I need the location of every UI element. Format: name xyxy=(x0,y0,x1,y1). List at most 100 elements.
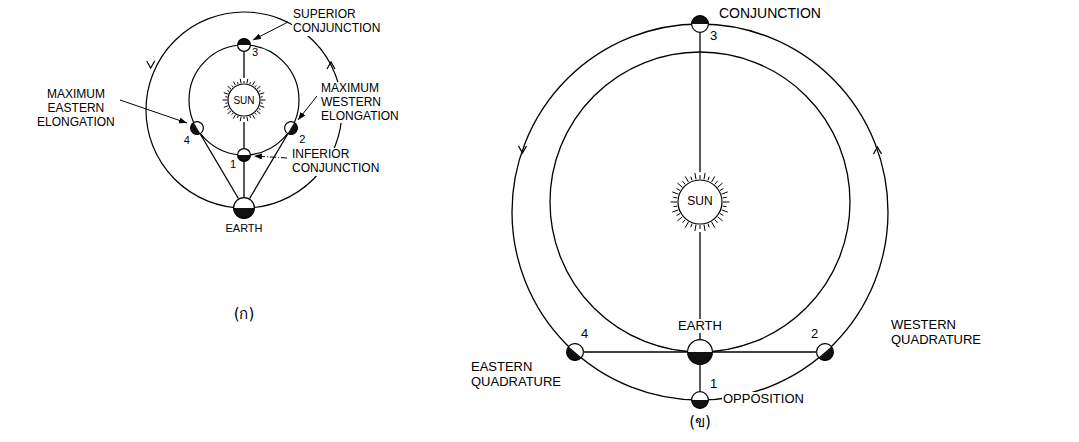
position-label: WESTERN QUADRATURE xyxy=(890,318,982,348)
planet-marker: 4 xyxy=(189,120,205,136)
inner-planet-orbit xyxy=(189,45,299,155)
sun-ray xyxy=(224,106,228,108)
sight-line xyxy=(699,33,700,172)
sun-ray xyxy=(261,96,263,97)
sun-disc xyxy=(678,180,722,224)
planet-marker: 1 xyxy=(690,390,710,410)
body-outline xyxy=(692,392,709,409)
sun-ray xyxy=(257,86,260,89)
sun-ray xyxy=(695,173,696,179)
body-outline xyxy=(188,119,206,137)
sun-ray xyxy=(708,177,709,181)
body-outline xyxy=(283,119,301,137)
lit-half xyxy=(188,119,206,137)
position-label: OPPOSITION xyxy=(722,392,805,407)
phase-shading xyxy=(563,340,587,364)
sun-disc xyxy=(228,84,260,116)
sun-ray xyxy=(673,205,677,207)
sight-line xyxy=(243,52,244,78)
direction-chevron xyxy=(147,61,155,68)
node-outline xyxy=(815,342,835,362)
sun-ray xyxy=(244,117,245,119)
body-outline xyxy=(238,39,251,52)
sun-ray xyxy=(228,86,231,89)
sun-ray xyxy=(246,79,248,83)
planet-marker: 2 xyxy=(815,342,835,362)
sun-ray xyxy=(704,225,705,231)
sun-ray xyxy=(249,116,251,118)
sun-ray xyxy=(700,175,701,179)
sun-ray xyxy=(259,91,261,92)
earth-marker: EARTH xyxy=(686,338,714,366)
direction-chevron xyxy=(327,62,335,69)
sun-ray xyxy=(240,117,242,121)
sun-ray xyxy=(704,173,705,179)
sun-symbol: SUN xyxy=(669,171,731,233)
sun-ray xyxy=(253,81,255,85)
sun-ray xyxy=(683,220,686,223)
sun-ray xyxy=(677,183,682,187)
position-number: 4 xyxy=(184,134,190,146)
position-number: 1 xyxy=(230,158,236,170)
sun-ray xyxy=(723,202,730,203)
phase-shading xyxy=(692,392,709,409)
sun-ray xyxy=(232,113,233,115)
position-number: 3 xyxy=(710,29,717,43)
node-outline xyxy=(236,37,252,53)
dark-half xyxy=(692,400,709,408)
dark-half xyxy=(234,208,255,218)
sun-ray xyxy=(253,115,255,119)
sun-ray xyxy=(237,116,239,118)
sun-ray xyxy=(228,91,230,92)
sight-line xyxy=(713,351,816,352)
sun-ray xyxy=(228,111,231,114)
node-outline xyxy=(690,14,710,34)
sun-ray xyxy=(718,183,723,187)
node-outline xyxy=(565,342,585,362)
sun-ray xyxy=(255,113,256,115)
sun-ray xyxy=(232,85,233,87)
outer-planet-orbit xyxy=(512,24,888,400)
sun-ray xyxy=(720,214,723,216)
body-name: SUN xyxy=(687,195,712,208)
node-outline xyxy=(283,120,299,136)
planet-marker: 3 xyxy=(236,37,252,53)
sun-ray xyxy=(700,225,701,229)
sun-ray xyxy=(225,96,227,97)
dark-half xyxy=(688,352,713,364)
sun-ray xyxy=(715,220,718,223)
sun-ray xyxy=(249,82,251,84)
body-outline xyxy=(813,340,837,364)
planet-marker: 4 xyxy=(565,342,585,362)
phase-shading xyxy=(188,119,206,137)
sun-ray xyxy=(723,197,727,199)
phase-shading xyxy=(813,340,837,364)
lit-half xyxy=(234,198,255,219)
direction-chevron xyxy=(519,146,527,153)
sun-ray xyxy=(259,109,261,110)
phase-shading xyxy=(688,340,713,365)
body-outline xyxy=(234,198,255,219)
body-name: EARTH xyxy=(676,319,724,333)
node-outline xyxy=(236,147,252,163)
sun-ray xyxy=(691,177,692,181)
position-number: 4 xyxy=(581,327,588,341)
leader-arrow xyxy=(120,100,187,123)
dark-half xyxy=(563,347,581,364)
lit-half xyxy=(238,149,251,162)
dark-half xyxy=(819,347,837,364)
earth-orbit xyxy=(146,12,342,208)
phase-shading xyxy=(283,119,301,137)
sun-ray xyxy=(672,192,678,194)
sun-ray xyxy=(261,100,266,101)
lit-half xyxy=(692,392,709,409)
position-label: EASTERN QUADRATURE xyxy=(470,360,562,390)
sun-ray xyxy=(671,202,678,203)
sight-line xyxy=(250,134,288,199)
sun-ray xyxy=(673,197,677,199)
sun-ray xyxy=(722,210,728,212)
sun-ray xyxy=(260,93,264,95)
planet-marker: 1 xyxy=(236,147,252,163)
sight-line xyxy=(200,134,238,199)
earth-marker: EARTH xyxy=(232,196,256,220)
